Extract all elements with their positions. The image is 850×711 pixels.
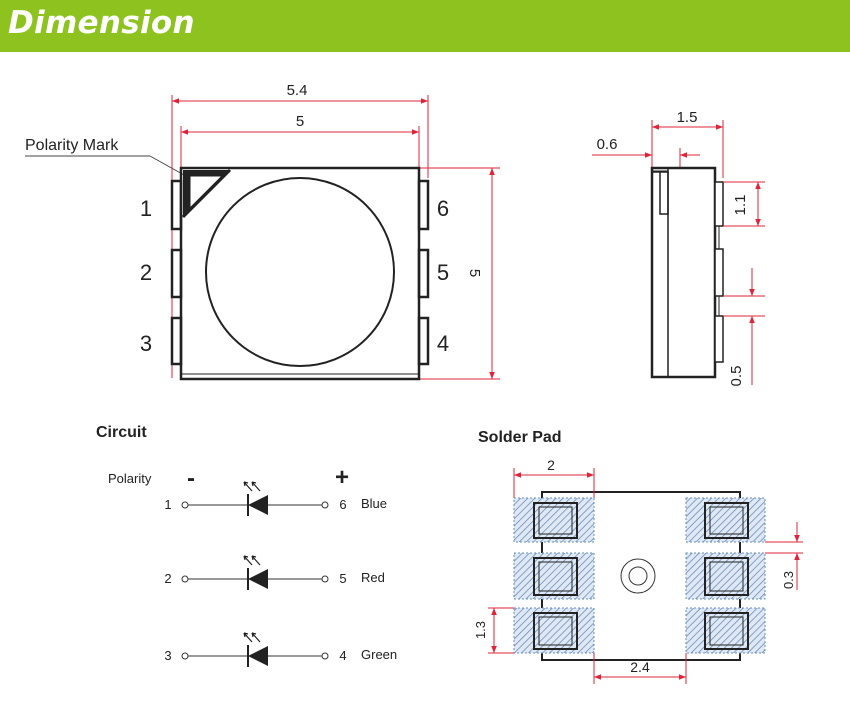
circuit-section: Circuit Polarity - + 1 6 Blue 2 5 [96, 424, 397, 667]
lens-circle [205, 177, 395, 367]
circuit-color-green: Green [361, 647, 397, 662]
side-view: 1.5 0.6 1.1 0.5 [592, 109, 765, 386]
side-pad-2 [714, 248, 724, 297]
page-title: Dimension [8, 5, 195, 41]
dim-pad-length-label: 1.1 [732, 195, 749, 216]
dim-pad-gap-label: 0.5 [728, 366, 745, 387]
circuit-title: Circuit [96, 424, 147, 441]
dim-pad-pitch-label: 1.3 [473, 621, 488, 639]
circuit-pin-2: 2 [164, 571, 171, 586]
solder-pad-5 [685, 552, 766, 600]
circuit-row-blue: 1 6 Blue [164, 481, 387, 516]
minus-sign: - [187, 465, 195, 492]
pin-1 [170, 179, 183, 231]
pin-6 [417, 179, 430, 231]
circuit-color-blue: Blue [361, 496, 387, 511]
top-view: 5.4 5 5 Polarity Mark 1 2 3 6 5 4 [25, 82, 500, 381]
dim-pad-spacing-label: 2.4 [630, 659, 650, 675]
solder-pad-section: Solder Pad 2 [473, 429, 803, 684]
circuit-pin-1: 1 [164, 497, 171, 512]
plus-sign: + [335, 464, 349, 491]
pin-4 [417, 316, 430, 366]
led-diode-icon [248, 569, 268, 589]
dim-lip-label: 0.6 [597, 136, 618, 153]
side-pad-1 [714, 181, 724, 227]
pin-number-4: 4 [437, 331, 449, 356]
pin-5 [417, 248, 430, 299]
dim-total-width-label: 5.4 [287, 82, 308, 99]
polarity-label: Polarity [108, 471, 152, 486]
led-body [179, 166, 421, 381]
dim-depth-label: 1.5 [677, 109, 698, 126]
light-emission-icon [243, 555, 261, 566]
led-diode-icon [248, 646, 268, 666]
dim-body-width-label: 5 [296, 113, 304, 130]
center-mark-inner [628, 566, 648, 586]
dim-pad-width-label: 2 [547, 457, 555, 473]
light-emission-icon [243, 632, 261, 643]
circuit-pin-5: 5 [339, 571, 346, 586]
center-mark-outer [620, 558, 656, 594]
solder-pad-2 [513, 552, 595, 600]
side-pad-3 [714, 315, 724, 363]
circuit-row-red: 2 5 Red [164, 555, 385, 590]
circuit-pin-3: 3 [164, 648, 171, 663]
side-body [650, 166, 717, 379]
circuit-pin-4: 4 [339, 648, 346, 663]
pin-number-6: 6 [437, 196, 449, 221]
header-banner: Dimension [0, 0, 850, 52]
solder-pad-4 [685, 607, 766, 654]
pin-number-3: 3 [140, 331, 152, 356]
pin-number-5: 5 [437, 260, 449, 285]
pin-number-1: 1 [140, 196, 152, 221]
dim-height-label: 5 [466, 269, 483, 277]
pin-3 [170, 316, 183, 366]
light-emission-icon [243, 481, 261, 492]
pin-2 [170, 248, 183, 299]
circuit-row-green: 3 4 Green [164, 632, 397, 667]
solder-pad-6 [685, 497, 766, 543]
solder-pad-title: Solder Pad [478, 429, 562, 446]
led-diode-icon [248, 495, 268, 515]
polarity-mark-label: Polarity Mark [25, 137, 119, 154]
circuit-pin-6: 6 [339, 497, 346, 512]
solder-pad-1 [513, 497, 595, 543]
dim-pad-gap-label-solder: 0.3 [781, 571, 796, 589]
pin-number-2: 2 [140, 260, 152, 285]
solder-pad-3 [513, 607, 595, 654]
circuit-color-red: Red [361, 570, 385, 585]
